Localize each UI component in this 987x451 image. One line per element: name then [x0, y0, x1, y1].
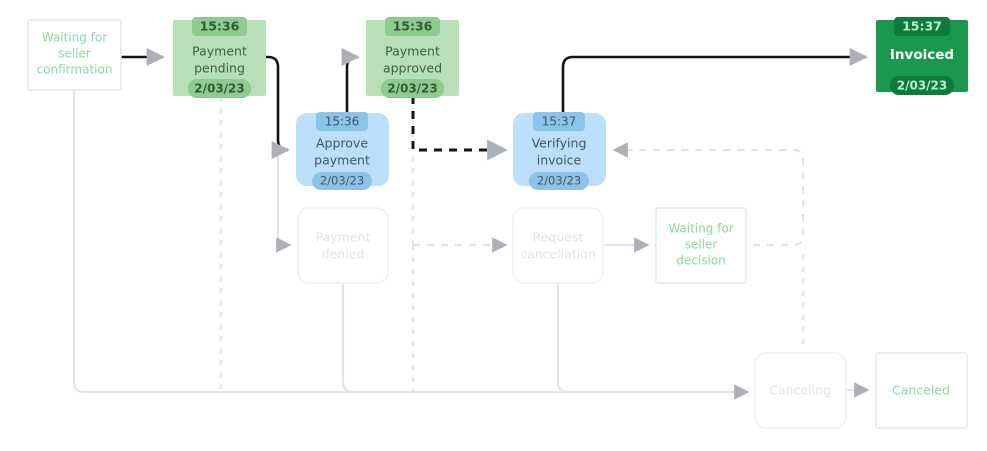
node-label-line: invoice	[537, 153, 582, 168]
date-badge	[381, 79, 444, 98]
node-label-line: Request	[533, 230, 584, 245]
time-badge-label: 15:36	[200, 19, 240, 34]
date-badge	[890, 76, 954, 95]
node-label-line: Payment	[192, 44, 247, 59]
node-waiting-for-seller-decision[interactable]: Waiting for seller decision	[655, 207, 747, 284]
node-label-line: cancellation	[520, 247, 596, 262]
node-label-line: pending	[194, 61, 245, 76]
node-canceled[interactable]: Canceled	[875, 352, 968, 429]
node-invoiced[interactable]: 15:37 Invoiced 2/03/23	[876, 17, 968, 95]
node-label-line: denied	[322, 247, 365, 262]
node-body[interactable]	[655, 207, 747, 284]
edge-verifying-invoice-to-invoiced	[561, 47, 868, 113]
node-body[interactable]	[296, 113, 389, 186]
node-payment-denied[interactable]: Payment denied	[297, 207, 389, 284]
date-badge	[188, 79, 251, 98]
date-badge-label: 2/03/23	[897, 79, 948, 93]
node-body[interactable]	[297, 207, 389, 284]
node-label-line: payment	[314, 153, 370, 168]
node-request-cancellation[interactable]: Request cancellation	[512, 207, 604, 284]
date-badge-label: 2/03/23	[387, 82, 438, 96]
edge-payment-denied-to-canceling	[341, 283, 354, 394]
node-approve-payment[interactable]: 15:36 Approve payment 2/03/23	[296, 112, 389, 190]
node-payment-pending[interactable]: 15:36 Payment pending 2/03/23	[173, 17, 266, 98]
edge-payment-pending-to-approve-payment	[265, 55, 290, 160]
edge-approve-payment-to-payment-approved	[341, 47, 360, 113]
edge-waiting-decision-to-verifying-invoice	[612, 142, 805, 247]
date-badge	[529, 172, 589, 190]
node-label-line: Waiting for	[668, 222, 733, 236]
time-badge-label: 15:36	[393, 19, 433, 34]
node-label-line: seller	[685, 238, 718, 252]
node-label-line: confirmation	[37, 63, 113, 77]
time-badge-label: 15:37	[542, 115, 577, 129]
date-badge-label: 2/03/23	[194, 82, 245, 96]
node-payment-approved[interactable]: 15:36 Payment approved 2/03/23	[366, 17, 459, 98]
node-label-line: Payment	[385, 44, 440, 59]
node-label-line: Payment	[316, 230, 371, 245]
node-label-line: Canceled	[892, 383, 950, 398]
edge-request-cancellation-to-canceling	[556, 283, 569, 394]
node-waiting-for-seller-confirmation[interactable]: Waiting for seller confirmation	[27, 19, 122, 91]
edge-payment-approved-to-verifying-invoice	[411, 96, 509, 161]
node-label-line: Invoiced	[890, 47, 954, 63]
node-body[interactable]	[513, 113, 606, 186]
node-label-line: Verifying	[532, 136, 587, 151]
time-badge	[192, 17, 247, 36]
node-label-line: seller	[58, 47, 91, 61]
node-body[interactable]	[366, 20, 459, 96]
time-badge	[533, 112, 585, 131]
time-badge-label: 15:36	[325, 115, 360, 129]
node-body[interactable]	[512, 207, 604, 284]
date-badge-label: 2/03/23	[320, 174, 364, 188]
node-label-line: decision	[676, 254, 725, 268]
node-label-line: Waiting for	[42, 31, 107, 45]
node-canceling[interactable]: Canceling	[754, 352, 847, 429]
date-badge-label: 2/03/23	[537, 174, 581, 188]
time-badge	[894, 17, 950, 36]
edges-layer	[72, 47, 870, 400]
edge-payment-pending-to-payment-denied	[276, 96, 292, 253]
node-label-line: Approve	[316, 136, 368, 151]
date-badge	[312, 172, 372, 190]
time-badge	[385, 17, 440, 36]
time-badge-label: 15:37	[902, 19, 942, 34]
node-label-line: approved	[383, 61, 442, 76]
node-verifying-invoice[interactable]: 15:37 Verifying invoice 2/03/23	[513, 112, 606, 190]
node-body[interactable]	[173, 20, 266, 96]
node-label-line: Canceling	[769, 383, 831, 398]
node-body[interactable]	[875, 352, 968, 429]
time-badge	[316, 112, 368, 131]
node-body[interactable]	[876, 20, 968, 92]
node-body[interactable]	[754, 352, 847, 429]
node-body[interactable]	[27, 19, 122, 91]
edge-waiting-confirmation-to-canceling	[72, 90, 750, 400]
